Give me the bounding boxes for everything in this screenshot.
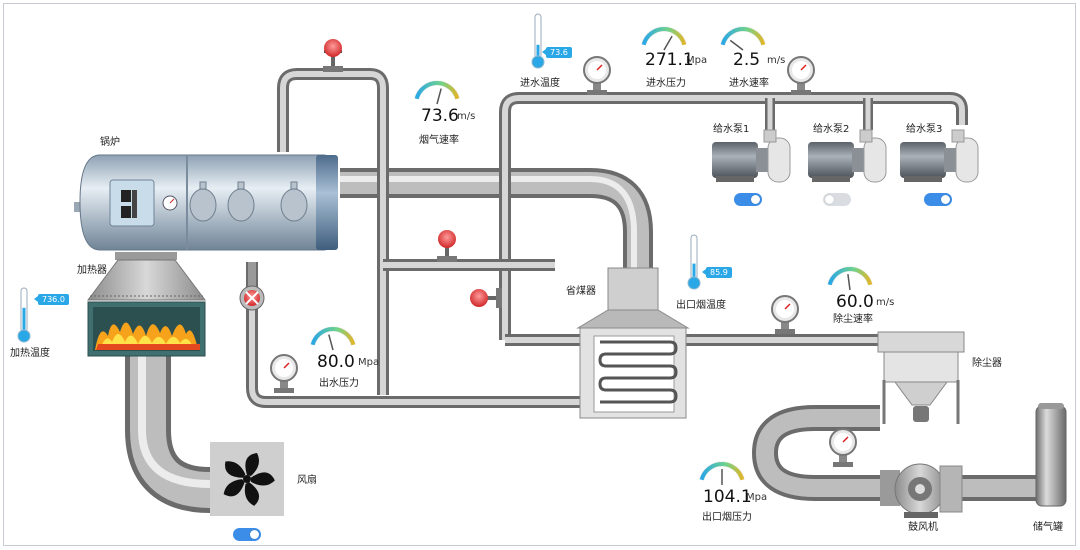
fan xyxy=(210,442,284,516)
heat-temp-tag: 736.0 xyxy=(34,294,69,305)
smoke-speed-value: 73.6 xyxy=(421,106,459,126)
pump-icon xyxy=(808,129,887,183)
pump3-label: 给水泵3 xyxy=(906,124,943,135)
smoke-speed-unit: m/s xyxy=(457,111,476,122)
outlet-water-pressure-unit: Mpa xyxy=(358,357,380,368)
dust-collector xyxy=(877,331,965,424)
valve-icon[interactable] xyxy=(437,230,457,262)
toggle-knob xyxy=(825,195,834,204)
outlet-water-pressure-dial xyxy=(310,326,356,351)
inlet-pressure-value: 271.1 xyxy=(645,50,694,70)
inlet-pressure-dial xyxy=(641,26,687,51)
heat-temp-label: 加热温度 xyxy=(10,348,50,359)
dust-speed-value: 60.0 xyxy=(836,292,874,312)
heater-label: 加热器 xyxy=(77,265,107,276)
inlet-rate-value: 2.5 xyxy=(733,50,761,70)
inlet-pressure-unit: Mpa xyxy=(686,55,708,66)
smoke-speed-label: 烟气速率 xyxy=(419,135,459,146)
pump1-toggle[interactable] xyxy=(734,193,762,206)
dial-needle xyxy=(663,35,673,51)
outlet-smoke-temp-tag: 85.9 xyxy=(702,267,732,278)
inlet-rate-unit: m/s xyxy=(767,55,786,66)
heater xyxy=(87,252,206,357)
valve-icon[interactable] xyxy=(323,39,343,72)
pump2-label: 给水泵2 xyxy=(813,124,850,135)
economizer xyxy=(576,267,690,419)
gas-tank xyxy=(1035,403,1067,507)
dial-needle xyxy=(847,274,851,291)
pressure-gauge-group xyxy=(270,56,857,467)
inlet-temp-tag: 73.6 xyxy=(542,47,572,58)
toggle-knob xyxy=(751,195,760,204)
thermometer-icon xyxy=(17,287,31,343)
toggle-knob xyxy=(941,195,950,204)
dial-needle xyxy=(436,88,442,105)
inlet-rate-dial xyxy=(720,26,766,51)
fan-icon xyxy=(223,453,275,506)
blower-label: 鼓风机 xyxy=(908,522,938,533)
outlet-smoke-pressure-value: 104.1 xyxy=(703,487,752,507)
valve-icon[interactable] xyxy=(470,288,502,308)
boiler-label: 锅炉 xyxy=(100,137,120,148)
inlet-rate-label: 进水速率 xyxy=(729,78,769,89)
gas-tank-label: 储气罐 xyxy=(1033,522,1063,533)
thermometer-group xyxy=(17,13,701,343)
dust-speed-unit: m/s xyxy=(876,297,895,308)
smoke-speed-dial xyxy=(414,80,460,105)
fire-icon xyxy=(95,322,200,350)
pressure-gauge-icon xyxy=(787,56,815,95)
pump-group xyxy=(712,129,979,183)
fan-toggle[interactable] xyxy=(233,528,261,541)
inlet-temp-label: 进水温度 xyxy=(520,78,560,89)
outlet-smoke-pressure-label: 出口烟压力 xyxy=(702,512,752,523)
pump1-label: 给水泵1 xyxy=(713,124,750,135)
pipe-network xyxy=(125,68,1036,513)
dial-needle xyxy=(729,39,744,51)
pressure-gauge-icon xyxy=(829,428,857,467)
inlet-pressure-label: 进水压力 xyxy=(646,78,686,89)
pump-icon xyxy=(900,129,979,183)
dust-speed-dial xyxy=(827,266,873,291)
outlet-water-pressure-value: 80.0 xyxy=(317,352,355,372)
dial-needle xyxy=(328,334,334,351)
valve-icon[interactable] xyxy=(239,262,265,311)
pump-icon xyxy=(712,129,791,183)
blower xyxy=(880,463,963,518)
valve-group xyxy=(239,39,502,311)
outlet-smoke-pressure-dial xyxy=(699,461,745,485)
outlet-smoke-temp-label: 出口烟温度 xyxy=(676,300,726,311)
dial-gauge-group xyxy=(310,26,873,485)
economizer-label: 省煤器 xyxy=(566,286,596,297)
boiler xyxy=(74,154,338,251)
pressure-gauge-icon xyxy=(583,56,611,95)
pressure-gauge-icon xyxy=(771,295,799,334)
pump3-toggle[interactable] xyxy=(924,193,952,206)
dust-speed-label: 除尘速率 xyxy=(833,314,873,325)
fan-label: 风扇 xyxy=(297,475,317,486)
thermometer-icon xyxy=(687,234,701,290)
toggle-knob xyxy=(250,530,259,539)
outlet-water-pressure-label: 出水压力 xyxy=(319,378,359,389)
pump2-toggle[interactable] xyxy=(823,193,851,206)
thermometer-icon xyxy=(531,13,545,69)
outlet-smoke-pressure-unit: Mpa xyxy=(746,492,768,503)
pressure-gauge-icon xyxy=(270,354,298,393)
dust-collector-label: 除尘器 xyxy=(972,358,1002,369)
